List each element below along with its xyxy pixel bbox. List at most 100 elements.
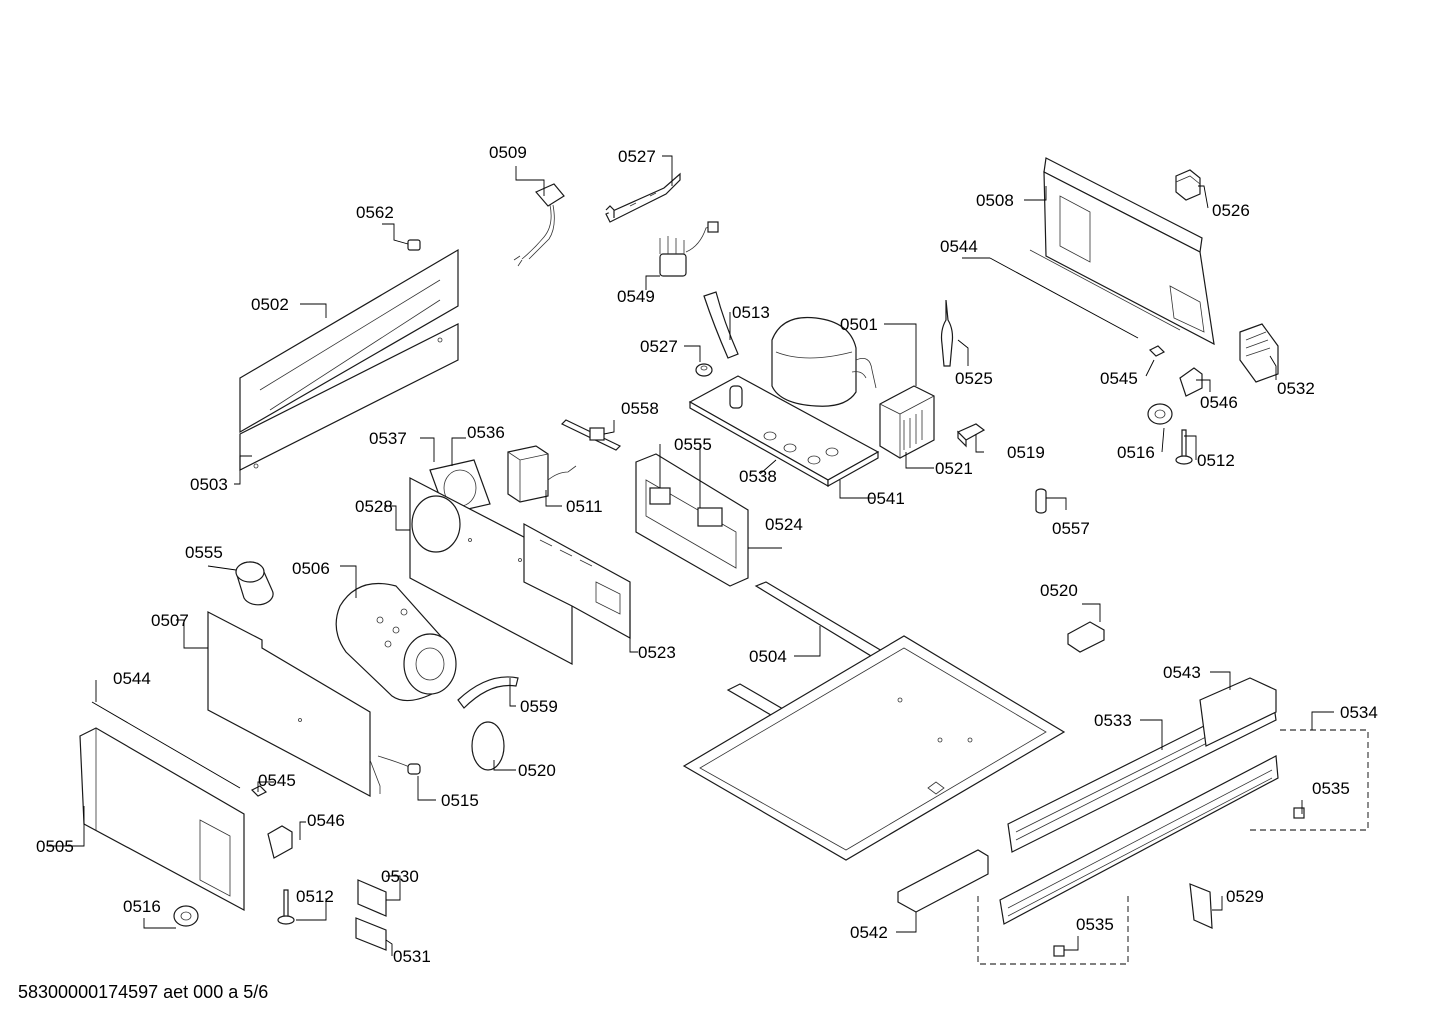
- part-hinge-0531[interactable]: [355, 917, 387, 951]
- label-0532: 0532: [1277, 379, 1315, 398]
- part-group-bottom[interactable]: [977, 896, 1129, 965]
- part-compressor-0501[interactable]: [771, 316, 877, 407]
- part-bracket-0520-right[interactable]: [1067, 621, 1105, 653]
- label-0521: 0521: [935, 459, 973, 478]
- part-kickplate-0542[interactable]: [897, 849, 989, 913]
- label-0526: 0526: [1212, 201, 1250, 220]
- label-0503: 0503: [190, 475, 228, 494]
- label-0544-top: 0544: [940, 237, 978, 256]
- label-0527-ring: 0527: [640, 337, 678, 356]
- part-housing-0528[interactable]: [409, 477, 573, 665]
- label-0533: 0533: [1094, 711, 1132, 730]
- leader-lines: [48, 155, 1334, 956]
- part-panel-0507[interactable]: [207, 611, 381, 797]
- part-sensor-0515[interactable]: [377, 755, 421, 775]
- part-grille-0543[interactable]: [1199, 677, 1277, 747]
- label-0558: 0558: [621, 399, 659, 418]
- part-fan-housing-0506[interactable]: [335, 582, 457, 702]
- part-box-0521[interactable]: [879, 385, 935, 459]
- part-base-plate-0541[interactable]: [688, 375, 880, 488]
- part-frame-0505[interactable]: [79, 727, 245, 912]
- part-transformer-0511[interactable]: [507, 445, 577, 503]
- part-foot-0512-top[interactable]: [1175, 429, 1193, 465]
- part-bracket-0527-top[interactable]: [605, 172, 681, 223]
- part-screw-0545-top[interactable]: [1148, 345, 1166, 357]
- part-control-board-0523[interactable]: [523, 522, 631, 640]
- part-screw-0545-bottom[interactable]: [250, 785, 268, 797]
- part-bracket-0529[interactable]: [1189, 883, 1213, 929]
- part-grille-lower[interactable]: [999, 755, 1279, 925]
- part-ring-0527[interactable]: [695, 363, 713, 377]
- label-0559: 0559: [520, 697, 558, 716]
- part-plug-0562[interactable]: [407, 239, 421, 251]
- label-0528: 0528: [355, 497, 393, 516]
- label-0506: 0506: [292, 559, 330, 578]
- part-rod-0544-top[interactable]: [989, 257, 1139, 339]
- drawing-reference-footer: 58300000174597 aet 000 a 5/6: [18, 982, 268, 1002]
- part-clip-0546-bottom[interactable]: [267, 825, 293, 859]
- part-filter-0525[interactable]: [940, 299, 954, 367]
- label-0541: 0541: [867, 489, 905, 508]
- part-labels: 0509 0527 0562 0502 0503 0549 0513 0527 …: [36, 143, 1378, 966]
- part-clip-0546-top[interactable]: [1179, 367, 1203, 397]
- part-panel-0502[interactable]: [239, 248, 459, 434]
- part-group-0534[interactable]: [1250, 729, 1369, 831]
- label-0505: 0505: [36, 837, 74, 856]
- label-0535-bottom: 0535: [1076, 915, 1114, 934]
- part-roller-0516-bottom[interactable]: [173, 905, 199, 927]
- label-0542: 0542: [850, 923, 888, 942]
- part-relay-0526[interactable]: [1175, 169, 1201, 201]
- part-base-frame[interactable]: [682, 635, 1066, 861]
- label-0519: 0519: [1007, 443, 1045, 462]
- part-tab-0535-b[interactable]: [1053, 945, 1065, 957]
- label-0515: 0515: [441, 791, 479, 810]
- label-0529: 0529: [1226, 887, 1264, 906]
- label-0538: 0538: [739, 467, 777, 486]
- label-0507: 0507: [151, 611, 189, 630]
- label-0546-top: 0546: [1200, 393, 1238, 412]
- label-0545-top: 0545: [1100, 369, 1138, 388]
- label-0543: 0543: [1163, 663, 1201, 682]
- label-0509: 0509: [489, 143, 527, 162]
- label-0512-top: 0512: [1197, 451, 1235, 470]
- part-terminal-0519[interactable]: [956, 423, 986, 448]
- label-0516-bottom: 0516: [123, 897, 161, 916]
- label-0535-right: 0535: [1312, 779, 1350, 798]
- label-0516-top: 0516: [1117, 443, 1155, 462]
- label-0530: 0530: [381, 867, 419, 886]
- part-capacitor-0555[interactable]: [235, 561, 274, 606]
- label-0513: 0513: [732, 303, 770, 322]
- label-0525: 0525: [955, 369, 993, 388]
- part-tray-0524[interactable]: [635, 453, 749, 587]
- part-bracket-0559[interactable]: [457, 676, 519, 709]
- label-0531: 0531: [393, 947, 431, 966]
- label-0534: 0534: [1340, 703, 1378, 722]
- label-0501: 0501: [840, 315, 878, 334]
- part-hinge-0530[interactable]: [357, 879, 387, 917]
- part-roller-0516-top[interactable]: [1147, 403, 1173, 425]
- label-0520-disk: 0520: [518, 761, 556, 780]
- label-0546-bottom: 0546: [307, 811, 345, 830]
- label-0524: 0524: [765, 515, 803, 534]
- label-0537: 0537: [369, 429, 407, 448]
- part-sensor-0558[interactable]: [560, 419, 622, 451]
- label-0555-tray: 0555: [674, 435, 712, 454]
- part-rod-0544-bottom[interactable]: [91, 701, 241, 789]
- part-relay-0549[interactable]: [659, 221, 719, 277]
- label-0520-right: 0520: [1040, 581, 1078, 600]
- label-0544-bottom: 0544: [113, 669, 151, 688]
- part-spacer-0557[interactable]: [1035, 488, 1047, 514]
- part-disk-0520[interactable]: [471, 721, 505, 771]
- part-control-assembly-0508[interactable]: [1029, 157, 1215, 346]
- label-0536: 0536: [467, 423, 505, 442]
- part-tab-0535-a[interactable]: [1293, 807, 1305, 819]
- label-0562: 0562: [356, 203, 394, 222]
- part-power-cord[interactable]: [513, 183, 565, 267]
- part-tube-0513[interactable]: [703, 291, 739, 359]
- part-foot-0512-bottom[interactable]: [277, 889, 295, 925]
- label-0504: 0504: [749, 647, 787, 666]
- part-grille-0532[interactable]: [1239, 323, 1279, 383]
- label-0549: 0549: [617, 287, 655, 306]
